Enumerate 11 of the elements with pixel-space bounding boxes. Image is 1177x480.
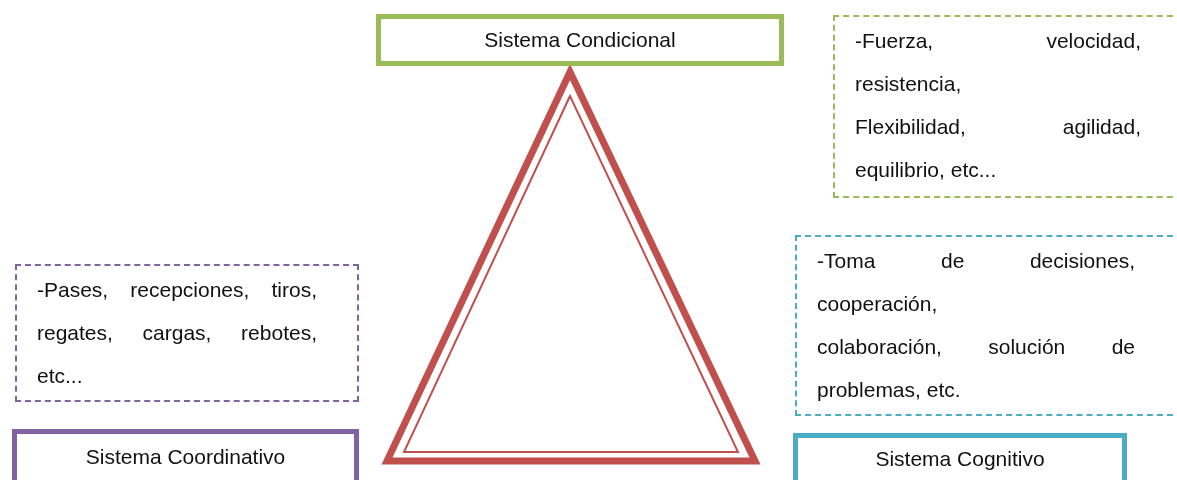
- title-text: Sistema Coordinativo: [85, 445, 286, 469]
- note-text: -Pases, recepciones, tiros, regates, cargas, rebotes, etc...: [37, 277, 317, 389]
- note-text: -Fuerza, velocidad, resistencia,: [855, 28, 1141, 97]
- system-title-box: [12, 429, 359, 480]
- system-title-box: [376, 14, 784, 66]
- note-text: Flexibilidad, agilidad, equilibrio, etc...: [855, 114, 1141, 183]
- system-title-box: [793, 433, 1127, 480]
- note-box: [15, 264, 359, 402]
- note-text: colaboración, solución de problemas, etc.: [817, 334, 1135, 403]
- title-text: Sistema Condicional: [484, 28, 676, 52]
- title-text: Sistema Cognitivo: [875, 447, 1045, 471]
